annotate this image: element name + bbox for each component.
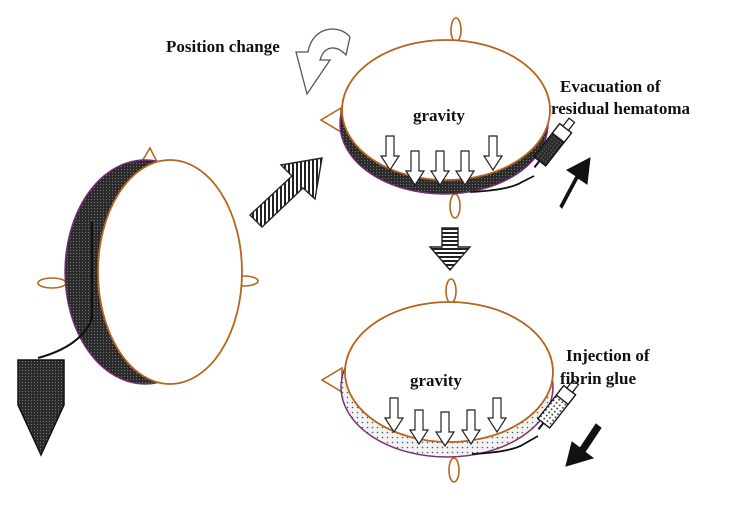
hatched-arrow-icon <box>248 157 323 228</box>
down-arrow-icon <box>408 409 430 446</box>
injection-label-line1: Injection of <box>566 346 650 365</box>
bottom-ear-icon <box>448 457 460 483</box>
tube <box>471 435 539 455</box>
syringe-icon <box>532 117 576 168</box>
gravity-label: gravity <box>410 371 462 390</box>
down-arrow-icon <box>404 150 426 187</box>
evacuation-label-line1: Evacuation of <box>560 77 661 96</box>
head-face <box>97 159 243 385</box>
tube <box>469 175 535 193</box>
curved-arrow-icon <box>295 28 351 96</box>
lying-head-evacuation: gravity <box>319 17 591 219</box>
down-arrow-icon <box>486 397 508 434</box>
lying-head-injection: gravity <box>320 278 602 483</box>
gravity-arrows <box>383 397 508 448</box>
left-ear-icon <box>37 277 67 289</box>
nose-icon <box>319 106 342 134</box>
injection-label-line2: fibrin glue <box>560 369 636 388</box>
drain-bag-icon <box>17 359 65 457</box>
top-ear-icon <box>445 278 457 304</box>
bottom-ear-icon <box>449 193 461 219</box>
hatched-arrow-icon <box>428 227 472 272</box>
down-arrow-icon <box>429 150 451 187</box>
down-arrow-icon <box>454 150 476 187</box>
down-arrow-icon <box>379 135 401 172</box>
drainage-tube <box>37 222 93 359</box>
gravity-label: gravity <box>413 106 465 125</box>
position-change-label: Position change <box>166 37 280 56</box>
gravity-arrows <box>379 135 504 187</box>
up-arrow-icon <box>559 157 591 209</box>
top-ear-icon <box>450 17 462 43</box>
down-left-arrow-icon <box>565 423 602 467</box>
upright-head <box>17 146 259 457</box>
nose-icon <box>320 366 343 394</box>
evacuation-label-line2: residual hematoma <box>551 99 690 118</box>
syringe-icon <box>536 379 580 430</box>
down-arrow-icon <box>383 397 405 434</box>
down-arrow-icon <box>434 411 456 448</box>
down-arrow-icon <box>460 409 482 446</box>
down-arrow-icon <box>482 135 504 172</box>
